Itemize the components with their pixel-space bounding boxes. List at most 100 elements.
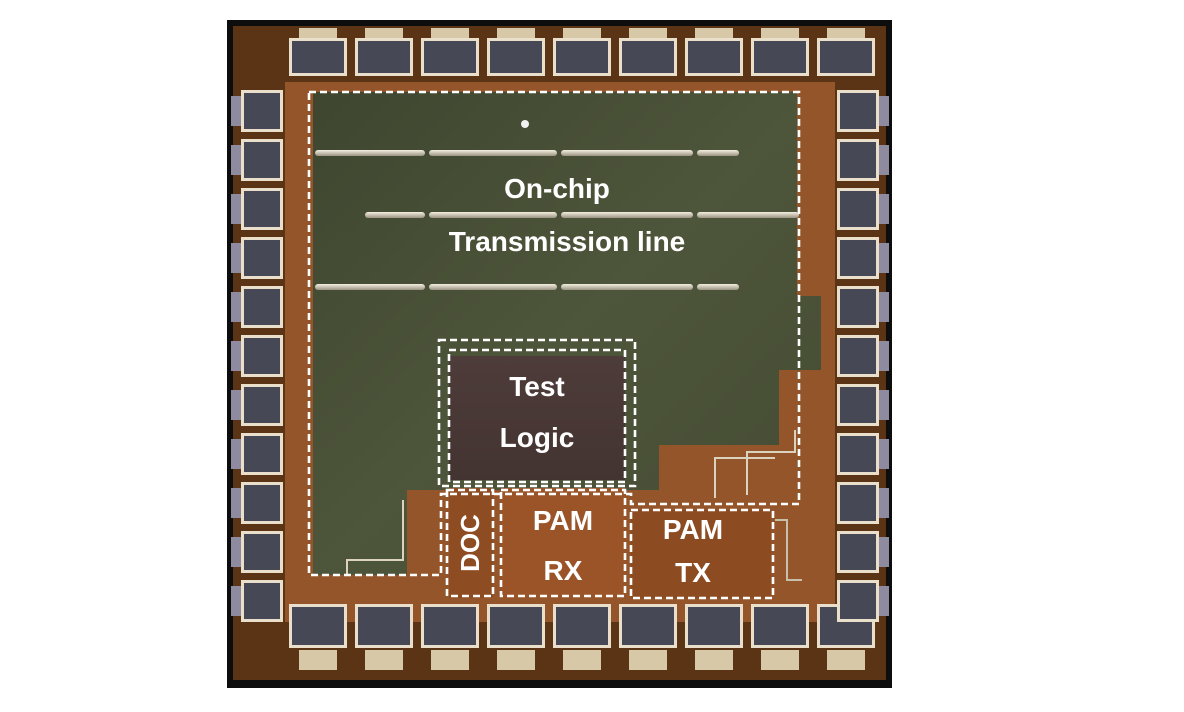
doc-outline	[445, 488, 495, 598]
test-logic-outline-inner	[447, 348, 627, 484]
pam-tx-label-line2: TX	[675, 557, 711, 588]
pad-lead	[761, 650, 799, 670]
pam-rx-block	[501, 488, 625, 598]
pad-lead	[879, 390, 889, 420]
pad-lead	[879, 488, 889, 518]
pad-lead	[231, 390, 241, 420]
chip-micrograph: On-chip Transmission line Test Logic DOC…	[227, 20, 892, 688]
routing-trace	[746, 430, 796, 495]
bond-pad-inner	[840, 191, 876, 227]
tline-segment	[697, 150, 739, 156]
bond-pad-inner	[840, 436, 876, 472]
tline-label-line2: Transmission line	[449, 226, 686, 257]
bond-pad-inner	[556, 41, 608, 73]
pad-lead	[231, 537, 241, 567]
routing-trace	[714, 457, 775, 498]
pad-lead	[299, 650, 337, 670]
pad-lead	[879, 243, 889, 273]
bond-pads-right	[837, 90, 889, 622]
bond-pad-inner	[358, 41, 410, 73]
bond-pad-inner	[358, 607, 410, 645]
bond-pad-inner	[244, 485, 280, 521]
tline-segment	[697, 284, 739, 290]
bond-pad-inner	[840, 387, 876, 423]
bond-pad-inner	[840, 142, 876, 178]
tline-segment	[561, 212, 693, 218]
pam-tx-label-line1: PAM	[663, 514, 723, 545]
pad-lead	[695, 650, 733, 670]
tline-segment	[697, 212, 799, 218]
bond-pad-inner	[820, 41, 872, 73]
pam-rx-label-line2: RX	[544, 555, 583, 586]
doc-label: DOC	[455, 514, 485, 572]
pad-lead	[879, 586, 889, 616]
bond-pads-left	[231, 90, 283, 622]
dust-speck	[521, 120, 529, 128]
bond-pad-inner	[244, 93, 280, 129]
pad-lead	[879, 292, 889, 322]
tline-segment	[429, 150, 557, 156]
pad-lead	[365, 650, 403, 670]
tline-segment	[561, 284, 693, 290]
bond-pad-inner	[688, 41, 740, 73]
pad-lead	[431, 650, 469, 670]
bond-pad-inner	[840, 485, 876, 521]
tline-segment	[315, 284, 425, 290]
test-logic-label-line1: Test	[509, 371, 565, 402]
bond-pad-inner	[840, 289, 876, 325]
bond-pad-inner	[244, 387, 280, 423]
doc-block	[449, 488, 493, 598]
bond-pad-inner	[754, 41, 806, 73]
tline-outline	[307, 90, 801, 577]
tline-segment	[315, 150, 425, 156]
bond-pad-inner	[754, 607, 806, 645]
bond-pad-inner	[244, 191, 280, 227]
bond-pad-inner	[556, 607, 608, 645]
pad-lead	[879, 537, 889, 567]
pad-lead	[231, 243, 241, 273]
bond-pad-inner	[840, 583, 876, 619]
transmission-lines	[315, 150, 799, 290]
bond-pad-inner	[292, 41, 344, 73]
pad-lead	[879, 96, 889, 126]
bond-pad-inner	[244, 534, 280, 570]
bond-pad-inner	[840, 240, 876, 276]
bond-pad-inner	[840, 534, 876, 570]
bond-pad-inner	[688, 607, 740, 645]
bond-pad-inner	[424, 41, 476, 73]
pad-lead	[497, 650, 535, 670]
pad-lead	[231, 145, 241, 175]
bond-pad-inner	[244, 338, 280, 374]
pam-rx-label-line1: PAM	[533, 505, 593, 536]
bond-pads-top	[289, 28, 875, 76]
pad-lead	[879, 439, 889, 469]
pam-rx-outline	[499, 488, 627, 598]
pad-lead	[231, 586, 241, 616]
pam-tx-outline	[629, 508, 775, 600]
pad-lead	[231, 96, 241, 126]
pad-lead	[231, 292, 241, 322]
bond-pads-bottom	[289, 604, 875, 670]
pad-lead	[879, 145, 889, 175]
bond-pad-inner	[490, 41, 542, 73]
tline-segment	[365, 212, 425, 218]
pad-lead	[629, 650, 667, 670]
pad-lead	[563, 650, 601, 670]
tline-label-line1: On-chip	[504, 173, 610, 204]
bond-pad-inner	[244, 583, 280, 619]
routing-trace	[346, 500, 404, 575]
tline-segment	[429, 212, 557, 218]
bond-pad-inner	[622, 607, 674, 645]
pad-lead	[231, 341, 241, 371]
pad-lead	[879, 194, 889, 224]
pad-lead	[231, 488, 241, 518]
bond-pad-inner	[244, 142, 280, 178]
bond-pad-inner	[244, 436, 280, 472]
bond-pad-inner	[424, 607, 476, 645]
pad-lead	[879, 341, 889, 371]
pam-tx-block	[631, 510, 771, 598]
tline-segment	[429, 284, 557, 290]
test-logic-block	[449, 356, 625, 480]
pad-lead	[231, 194, 241, 224]
test-logic-outline-outer	[437, 338, 637, 488]
